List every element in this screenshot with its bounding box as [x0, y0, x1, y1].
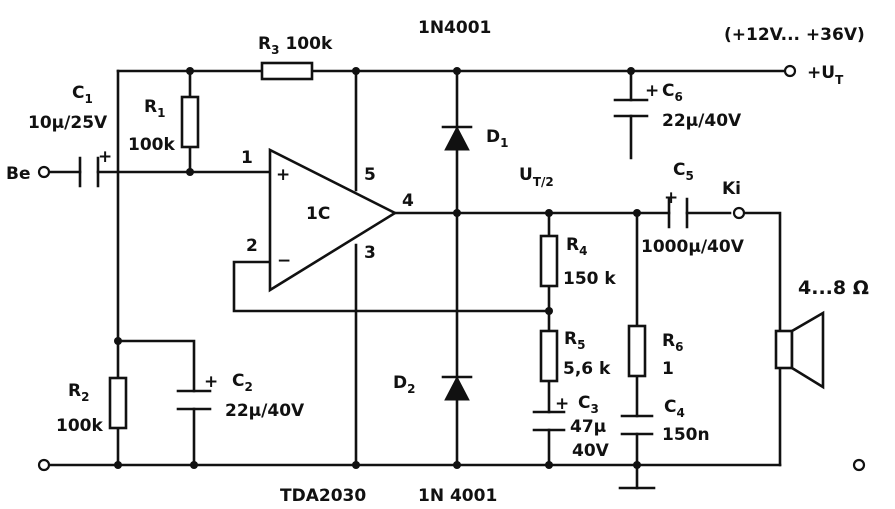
resistor-r1[interactable]	[180, 95, 200, 149]
resistor-r5[interactable]	[539, 329, 559, 383]
c6-plus-mark: +	[645, 81, 659, 101]
capacitor-c3[interactable]	[532, 410, 566, 432]
c5-name: C5	[673, 160, 694, 183]
resistor-r6[interactable]	[627, 324, 647, 378]
c6-name: C6	[662, 81, 683, 104]
terminals	[37, 64, 866, 472]
input-label: Be	[6, 164, 31, 184]
c3-value: 47µ	[570, 417, 606, 437]
c3-plus-mark: +	[555, 394, 569, 414]
opamp-plus-label: +	[276, 165, 290, 185]
ground-output-terminal[interactable]	[852, 458, 866, 472]
c6-value: 22µ/40V	[662, 111, 742, 131]
r4-name: R4	[566, 235, 587, 258]
wires	[48, 69, 788, 490]
mid-voltage-label: UT/2	[519, 165, 554, 189]
diode-d2[interactable]	[441, 375, 473, 401]
c4-name: C4	[664, 397, 685, 420]
ground-input-terminal[interactable]	[37, 458, 51, 472]
output-label: Ki	[722, 179, 741, 199]
c5-plus-mark: +	[664, 188, 678, 208]
c1-plus-mark: +	[98, 147, 112, 167]
ic-label: 1C	[306, 204, 330, 224]
d1-name: D1	[486, 127, 508, 150]
output-terminal[interactable]	[732, 206, 746, 220]
d2-name: D2	[393, 373, 415, 396]
r1-value: 100k	[128, 135, 175, 155]
diode-bottom-part-label: 1N 4001	[418, 486, 497, 506]
pin3-label: 3	[364, 243, 376, 263]
capacitor-c2[interactable]	[176, 389, 212, 411]
pin1-label: 1	[241, 148, 253, 168]
c3-voltage: 40V	[572, 441, 610, 461]
c1-value: 10µ/25V	[28, 113, 108, 133]
supply-label: +UT	[807, 63, 844, 87]
r5-value: 5,6 k	[563, 359, 611, 379]
pin4-label: 4	[402, 191, 414, 211]
c4-value: 150n	[662, 425, 710, 445]
r6-value: 1	[662, 359, 674, 379]
r2-name: R2	[68, 381, 89, 404]
input-terminal[interactable]	[37, 165, 51, 179]
diode-top-part-label: 1N4001	[418, 18, 491, 38]
c1-name: C1	[72, 83, 93, 106]
speaker-label: 4...8 Ω	[798, 277, 869, 299]
capacitor-c4[interactable]	[620, 414, 654, 436]
pin5-label: 5	[364, 165, 376, 185]
r1-name: R1	[144, 97, 165, 120]
junction-dots	[114, 67, 641, 469]
capacitor-c5[interactable]	[667, 197, 689, 229]
pin2-label: 2	[246, 236, 258, 256]
r4-value: 150 k	[563, 269, 616, 289]
resistor-r3[interactable]	[260, 61, 314, 81]
c2-name: C2	[232, 371, 253, 394]
ic-part-label: TDA2030	[280, 486, 366, 506]
resistor-r4[interactable]	[539, 234, 559, 288]
r2-value: 100k	[56, 416, 103, 436]
capacitor-c1[interactable]	[78, 156, 100, 188]
c2-value: 22µ/40V	[225, 401, 305, 421]
diode-d1[interactable]	[441, 125, 473, 151]
opamp-symbol[interactable]	[268, 147, 398, 293]
supply-range-label: (+12V... +36V)	[724, 25, 865, 45]
c3-name: C3	[578, 393, 599, 416]
capacitor-c6[interactable]	[613, 98, 649, 118]
opamp-minus-label: −	[277, 251, 291, 271]
speaker-icon[interactable]	[774, 310, 825, 390]
supply-terminal[interactable]	[783, 64, 797, 78]
c2-plus-mark: +	[204, 372, 218, 392]
resistor-r2[interactable]	[108, 376, 128, 430]
c5-value: 1000µ/40V	[641, 237, 745, 257]
r6-name: R6	[662, 331, 683, 354]
r5-name: R5	[564, 329, 585, 352]
